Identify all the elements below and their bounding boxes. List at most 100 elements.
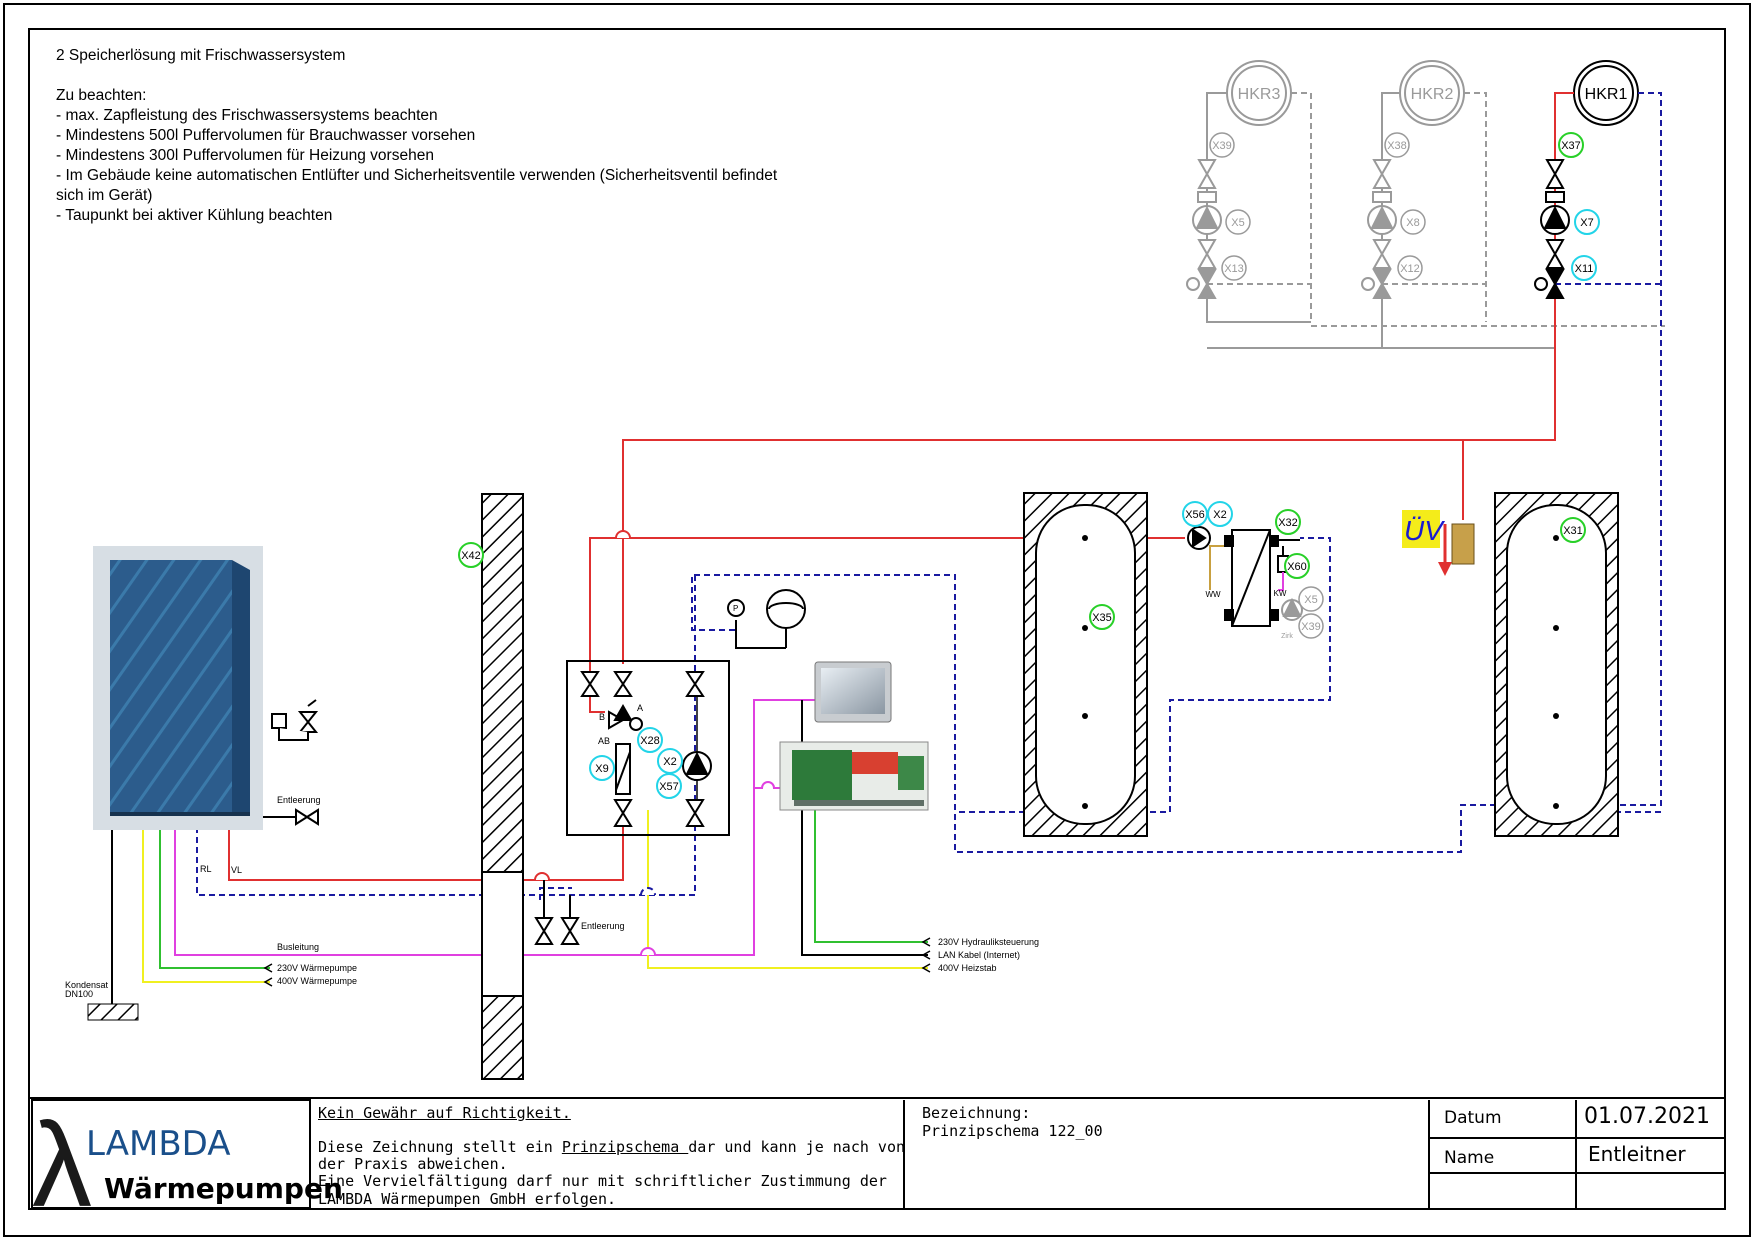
zirk-label: Zirk	[1281, 633, 1293, 640]
busleitung-label: Busleitung	[277, 942, 319, 952]
marker-x32: X32	[1278, 517, 1298, 529]
bus-line	[174, 699, 815, 956]
power-line-400v	[142, 810, 928, 983]
valve-b-label: B	[599, 712, 605, 722]
line-crossing	[615, 530, 631, 539]
marker-x28: X28	[640, 735, 660, 747]
marker-x2-module: X2	[663, 756, 676, 768]
lambda-logo-icon: λ	[32, 1098, 92, 1232]
name-label: Name	[1444, 1148, 1495, 1168]
hydraulic-module-box	[566, 660, 730, 836]
notes-item: sich im Gerät)	[56, 187, 153, 204]
valve-a-label: A	[637, 703, 643, 713]
heating-circuit-hkr1	[691, 60, 1662, 853]
expansion-vessel	[727, 589, 806, 649]
condensate-drain	[87, 1003, 139, 1021]
disclaimer-post: dar und kann je nach von	[688, 1138, 906, 1156]
marker-x37: X37	[1561, 140, 1581, 152]
disclaimer-line2: der Praxis abweichen.	[318, 1155, 508, 1173]
valve-stack-hkr2	[1361, 159, 1397, 299]
marker-circle	[1400, 209, 1426, 235]
marker-circle	[637, 727, 663, 753]
marker-circle	[1207, 501, 1233, 527]
control-board	[779, 741, 929, 811]
line-crossing	[534, 872, 550, 881]
line-crossing	[640, 887, 656, 896]
lan-label: LAN Kabel (Internet)	[938, 950, 1020, 960]
heat-pump-unit	[93, 546, 263, 830]
entleerung-bottom-label: Entleerung	[581, 921, 625, 931]
notes-item: - Mindestens 300l Puffervolumen für Heiz…	[56, 147, 434, 164]
disclaimer-title: Kein Gewähr auf Richtigkeit.	[318, 1104, 571, 1122]
hkr3-label: HKR3	[1238, 86, 1281, 103]
kw-label: KW	[1274, 589, 1287, 598]
brand-subtitle: Wärmepumpen	[104, 1172, 343, 1205]
wall-opening	[481, 871, 524, 997]
notes-item: - max. Zapfleistung des Frischwassersyst…	[56, 107, 438, 124]
valve-stack-hkr1	[1534, 159, 1570, 299]
overflow-valve	[1402, 510, 1475, 576]
marker-circle	[1275, 509, 1301, 535]
pressure-label: P	[733, 604, 738, 613]
marker-circle	[1089, 604, 1115, 630]
vl-label: VL	[231, 865, 242, 875]
notes-item: - Taupunkt bei aktiver Kühlung beachten	[56, 207, 333, 224]
valve-ab-label: AB	[598, 736, 610, 746]
marker-x35: X35	[1092, 612, 1112, 624]
hkr1-label: HKR1	[1585, 86, 1628, 103]
marker-circle	[1298, 586, 1324, 612]
marker-x7: X7	[1580, 217, 1593, 229]
marker-x42: X42	[461, 550, 481, 562]
marker-circle	[657, 748, 683, 774]
heizstab-label: 400V Heizstab	[938, 963, 997, 973]
marker-x39: X39	[1212, 140, 1232, 152]
dn100-label: DN100	[65, 989, 93, 999]
date-value: 01.07.2021	[1584, 1104, 1710, 1129]
marker-circle	[1221, 255, 1247, 281]
name-value: Entleitner	[1588, 1142, 1686, 1166]
marker-x8: X8	[1406, 217, 1419, 229]
disclaimer-line4: LAMBDA Wärmepumpen GmbH erfolgen.	[318, 1190, 617, 1208]
marker-x60: X60	[1287, 561, 1307, 573]
marker-x38: X38	[1387, 140, 1407, 152]
notes-block: 2 Speicherlösung mit Frischwassersystem …	[56, 46, 856, 226]
outer-frame	[3, 3, 1751, 1237]
cable-arrows	[263, 937, 931, 987]
storage-tank-2	[1494, 492, 1619, 837]
grey-collector-lines	[1207, 325, 1665, 349]
marker-x9: X9	[595, 763, 608, 775]
dhw-outlet-lines	[1209, 545, 1303, 621]
disclaimer-pre: Diese Zeichnung stellt ein	[318, 1138, 562, 1156]
disclaimer-link: Prinzipschema	[561, 1138, 689, 1156]
marker-x12: X12	[1400, 263, 1420, 275]
marker-circle	[1397, 255, 1423, 281]
heating-circuit-hkr2	[1381, 60, 1487, 348]
marker-circle	[1574, 209, 1600, 235]
marker-circle	[1384, 132, 1410, 158]
notes-item: - Mindestens 500l Puffervolumen für Brau…	[56, 127, 476, 144]
power-400v-wp-label: 400V Wärmepumpe	[277, 976, 357, 986]
disclaimer-line3: Eine Vervielfältigung darf nur mit schri…	[318, 1172, 887, 1190]
rl-label: RL	[200, 864, 212, 874]
inner-frame	[28, 28, 1726, 1210]
marker-x5-fws: X5	[1304, 594, 1317, 606]
marker-circle	[1284, 553, 1310, 579]
marker-circle	[1298, 613, 1324, 639]
marker-circle	[589, 755, 615, 781]
marker-x56: X56	[1185, 509, 1205, 521]
disclaimer-line1: Diese Zeichnung stellt ein Prinzipschema…	[318, 1138, 905, 1156]
line-crossing	[640, 947, 656, 956]
uv-label: ÜV	[1404, 515, 1445, 546]
marker-circle	[656, 773, 682, 799]
return-line-rl	[196, 537, 1661, 900]
power-230v-wp-label: 230V Wärmepumpe	[277, 963, 357, 973]
marker-circle	[1571, 255, 1597, 281]
marker-x39-fws: X39	[1301, 621, 1321, 633]
designation-label: Bezeichnung:	[922, 1104, 1031, 1122]
title-block-grid	[31, 1099, 1725, 1209]
entleerung-unit-label: Entleerung	[277, 795, 321, 805]
marker-x2: X2	[1213, 509, 1226, 521]
notes-item: - Im Gebäude keine automatischen Entlüft…	[56, 167, 778, 184]
safety-group	[263, 699, 319, 826]
marker-x13: X13	[1224, 263, 1244, 275]
